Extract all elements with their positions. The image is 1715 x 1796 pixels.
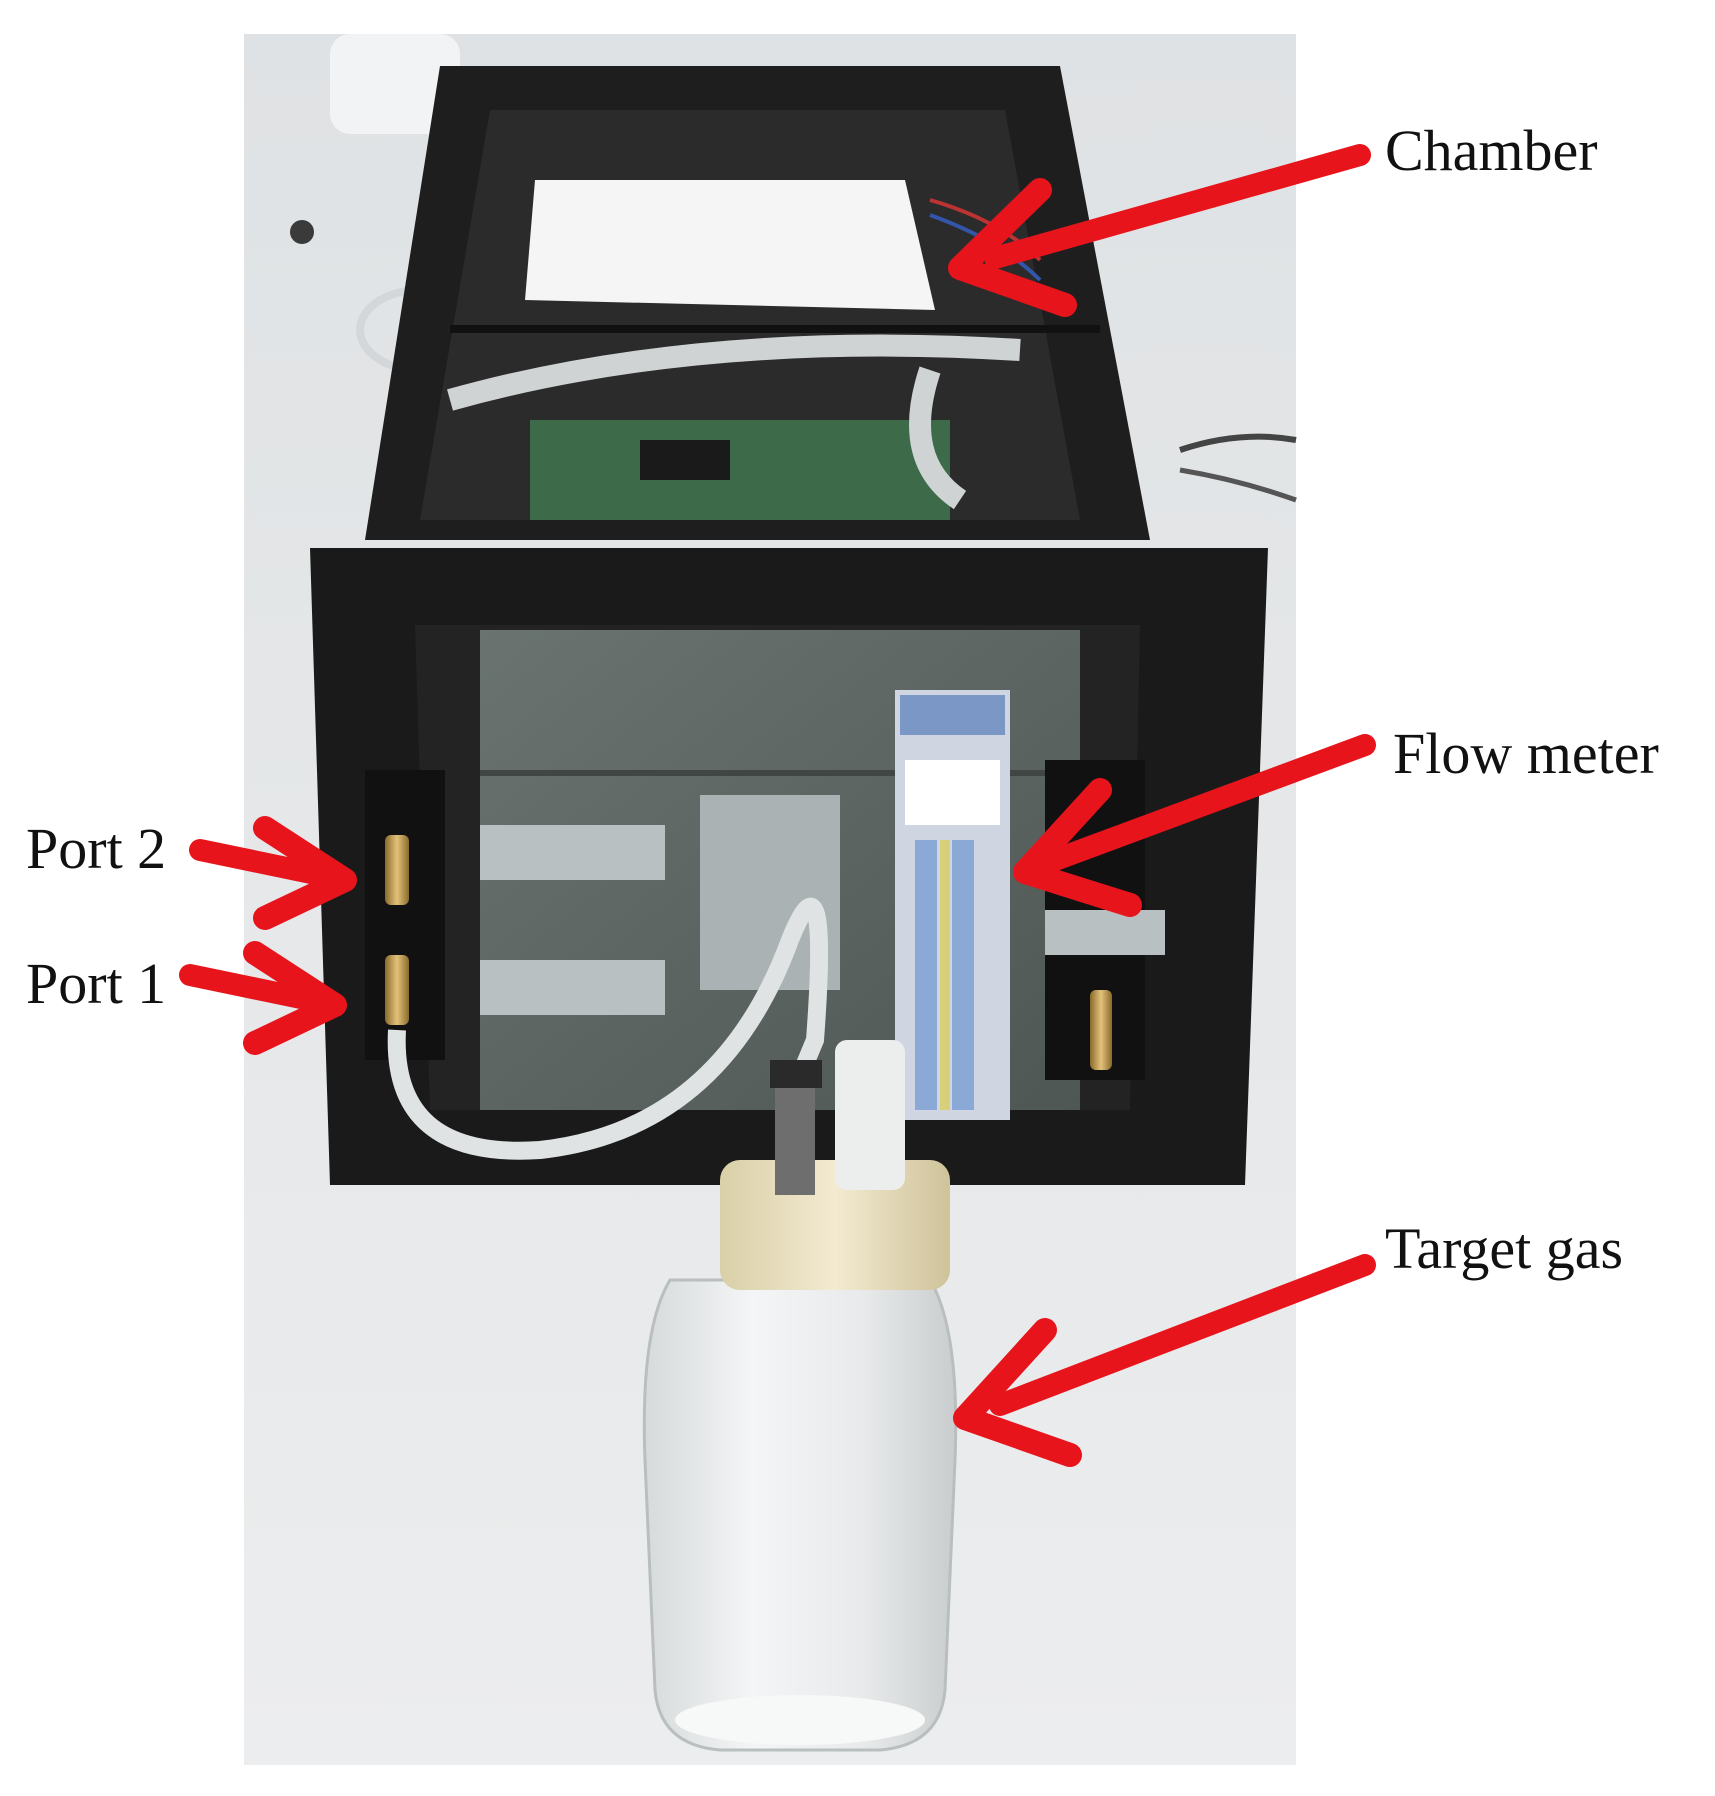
stopper-right: [835, 1040, 905, 1190]
bottle-cap: [720, 1160, 950, 1290]
bench-hole: [290, 220, 314, 244]
inner-tube-2: [909, 366, 967, 510]
arrow-flow-meter: [1013, 734, 1376, 917]
inner-tube-1: [447, 334, 1021, 411]
bottle-base: [675, 1695, 925, 1745]
flow-meter-cap: [900, 695, 1005, 735]
bottle-glass: [642, 1278, 958, 1752]
cable-right-2: [1179, 467, 1297, 503]
chip: [640, 440, 730, 480]
tape-lower: [480, 960, 665, 1015]
stopper-left: [775, 1080, 815, 1195]
back-cylinder: [330, 34, 460, 134]
port-2-fitting: [385, 835, 409, 905]
tape-upper: [480, 825, 665, 880]
flow-meter-tube-blue-2: [952, 840, 974, 1110]
inner-rail: [450, 325, 1100, 333]
arrow-port-2: [189, 816, 357, 930]
connector: [770, 1060, 822, 1088]
arrow-target-gas: [953, 1254, 1376, 1467]
arrow-port-1: [179, 941, 347, 1055]
circuit-board: [530, 420, 950, 520]
flow-meter-label: [905, 760, 1000, 825]
label-flow-meter: Flow meter: [1393, 721, 1659, 786]
flow-meter-tube-yellow: [940, 840, 950, 1110]
panel-divider: [480, 770, 1080, 776]
arrow-chamber: [948, 144, 1371, 317]
right-fitting: [1090, 990, 1112, 1070]
right-tape: [1045, 910, 1165, 955]
port-1-fitting: [385, 955, 409, 1025]
silicone-tube: [387, 897, 829, 1160]
label-port-2: Port 2: [26, 816, 167, 881]
label-port-1: Port 1: [26, 951, 167, 1016]
label-chamber: Chamber: [1385, 118, 1598, 183]
chamber-block: [525, 180, 935, 310]
label-target-gas: Target gas: [1385, 1216, 1624, 1281]
flow-meter-tube-blue: [915, 840, 937, 1110]
cable-right: [1179, 433, 1297, 453]
